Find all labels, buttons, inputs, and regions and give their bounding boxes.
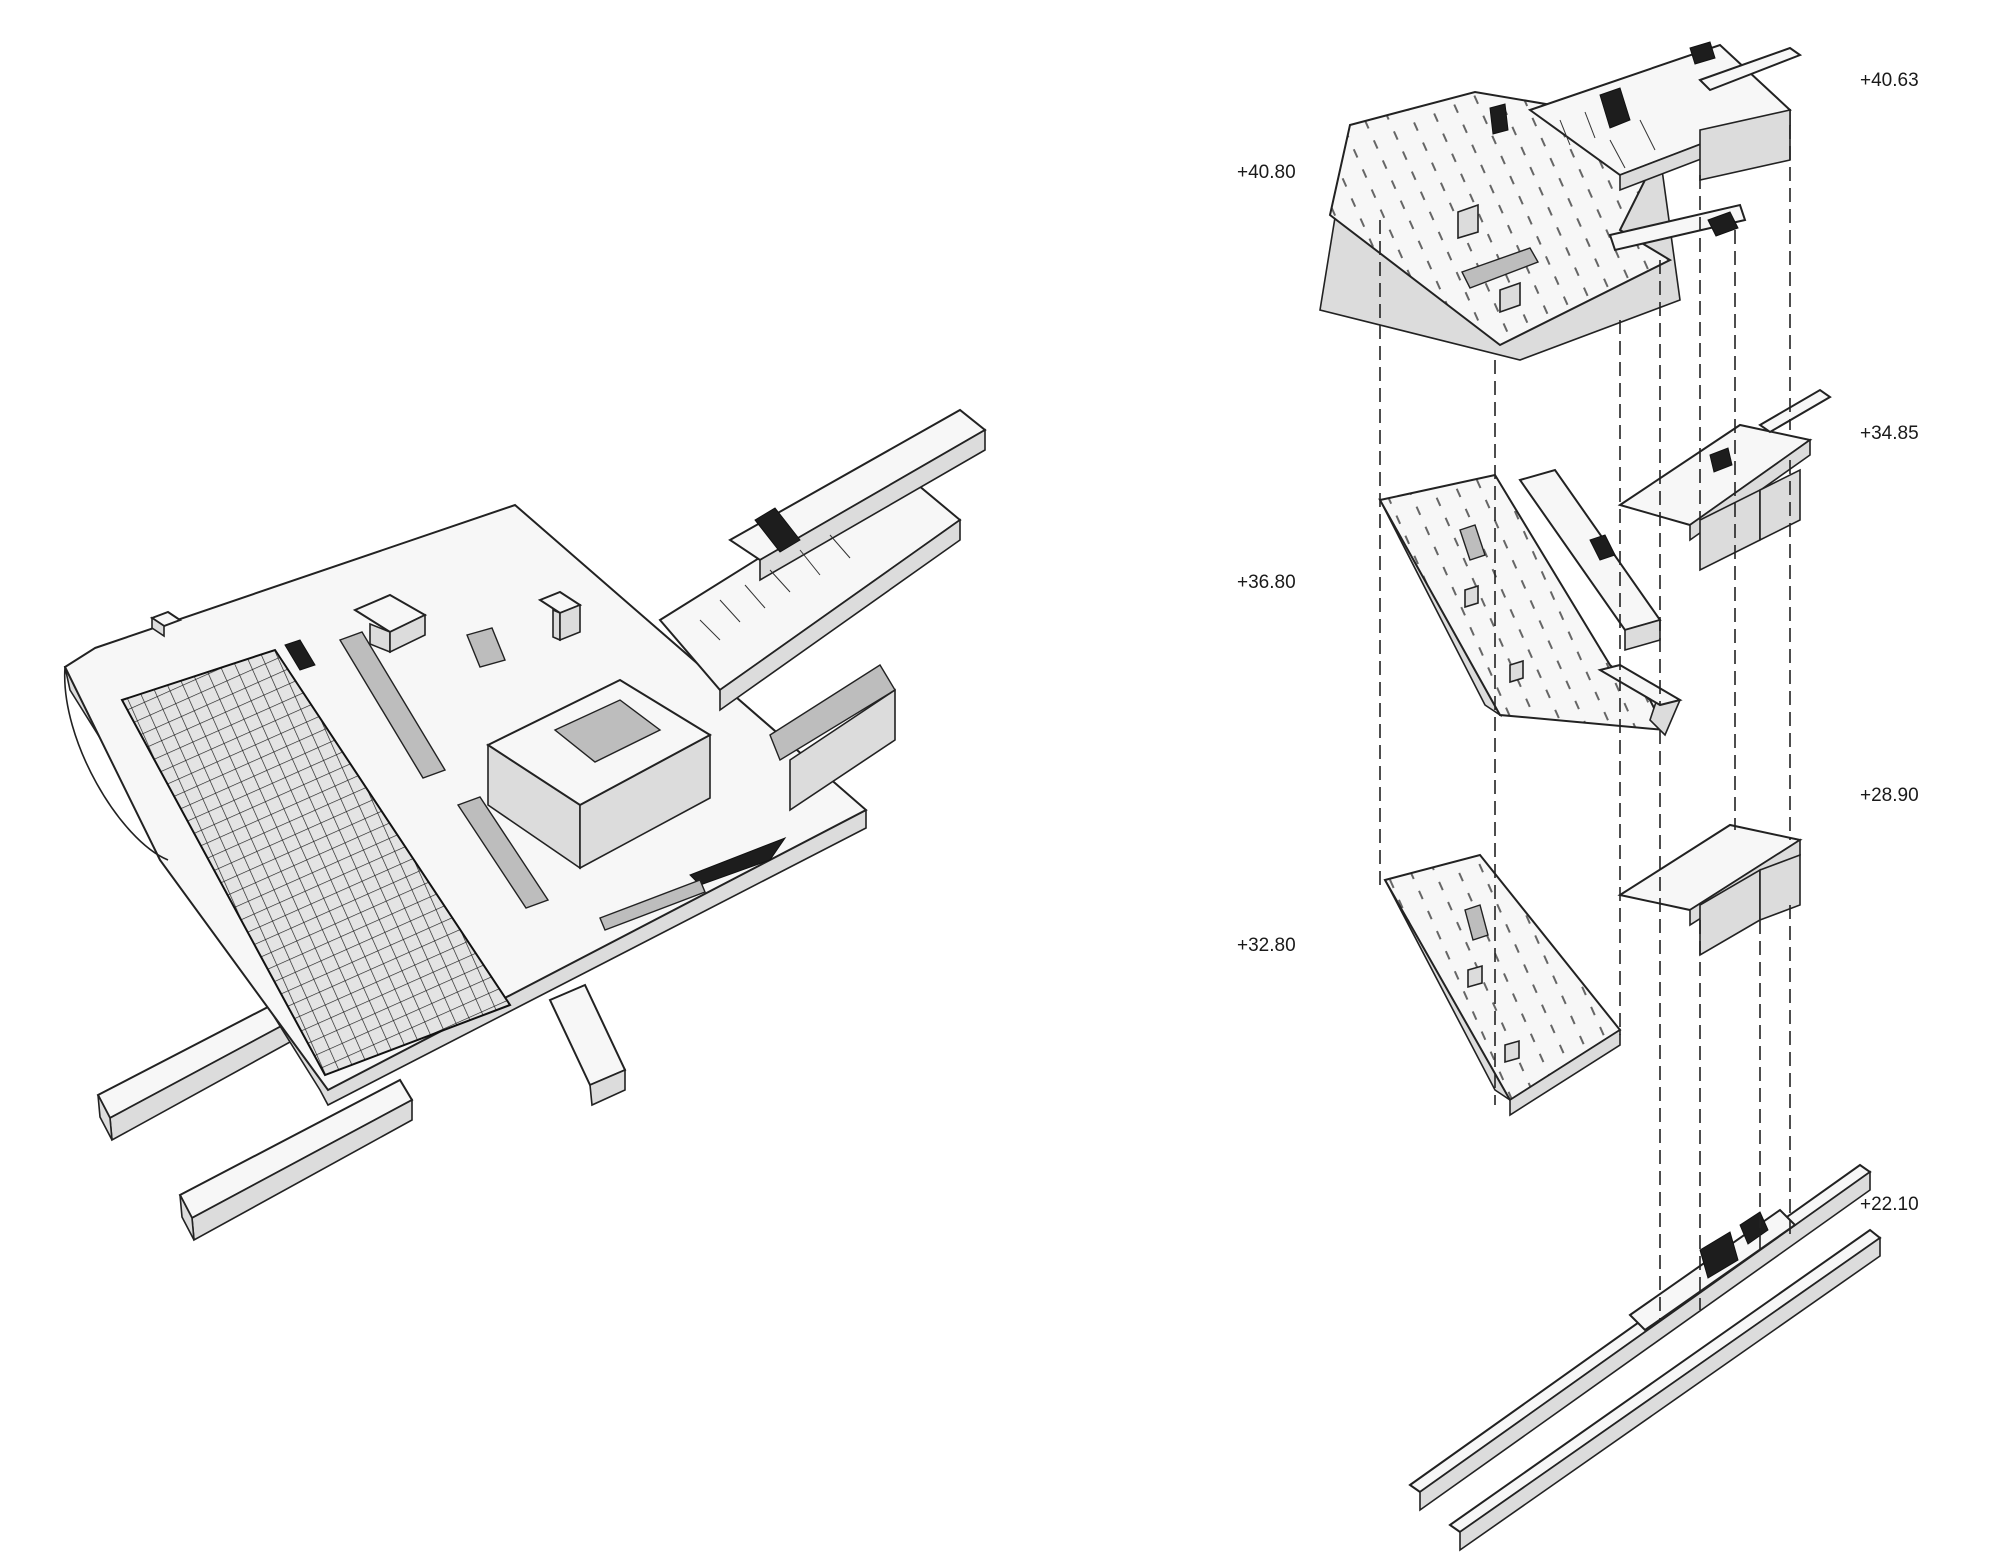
level-22-10-tubes xyxy=(1408,1163,1882,1552)
level-36-80-slab xyxy=(1378,473,1683,737)
level-28-90 xyxy=(1617,823,1803,957)
level-label-28-90: +28.90 xyxy=(1860,785,1919,806)
roof-slot-3 xyxy=(466,627,506,668)
curved-canopy xyxy=(64,666,169,861)
level-32-80-slab xyxy=(1383,853,1622,1117)
exploded-levels xyxy=(1319,41,1882,1552)
level-top-slab xyxy=(1319,90,1747,361)
roof-box-3 xyxy=(149,610,183,638)
lower-tube-middle xyxy=(178,1078,414,1242)
roof-box-1 xyxy=(352,593,428,654)
roof-slot-1 xyxy=(338,631,447,779)
level-label-34-85: +34.85 xyxy=(1860,423,1919,444)
level-label-32-80: +32.80 xyxy=(1237,935,1296,956)
level-34-85 xyxy=(1617,388,1832,572)
level-label-40-80: +40.80 xyxy=(1237,162,1296,183)
lower-tube-right xyxy=(548,983,627,1107)
assembled-building xyxy=(63,408,987,1242)
roof-slot-2 xyxy=(456,796,550,909)
level-upper-wing xyxy=(1527,41,1803,237)
roof-skylight xyxy=(284,639,316,671)
courtyard-block xyxy=(485,678,713,870)
level-label-40-63: +40.63 xyxy=(1860,70,1919,91)
roof-box-2 xyxy=(537,590,583,642)
upper-wing xyxy=(658,408,987,812)
level-label-36-80: +36.80 xyxy=(1237,572,1296,593)
projection-lines xyxy=(1379,125,1791,1320)
level-labels: +40.63 +40.80 +34.85 +36.80 +28.90 +32.8… xyxy=(1237,70,1919,1215)
grid-canopy xyxy=(120,648,512,1077)
roof-slot-4 xyxy=(599,879,706,931)
level-label-22-10: +22.10 xyxy=(1860,1194,1919,1215)
